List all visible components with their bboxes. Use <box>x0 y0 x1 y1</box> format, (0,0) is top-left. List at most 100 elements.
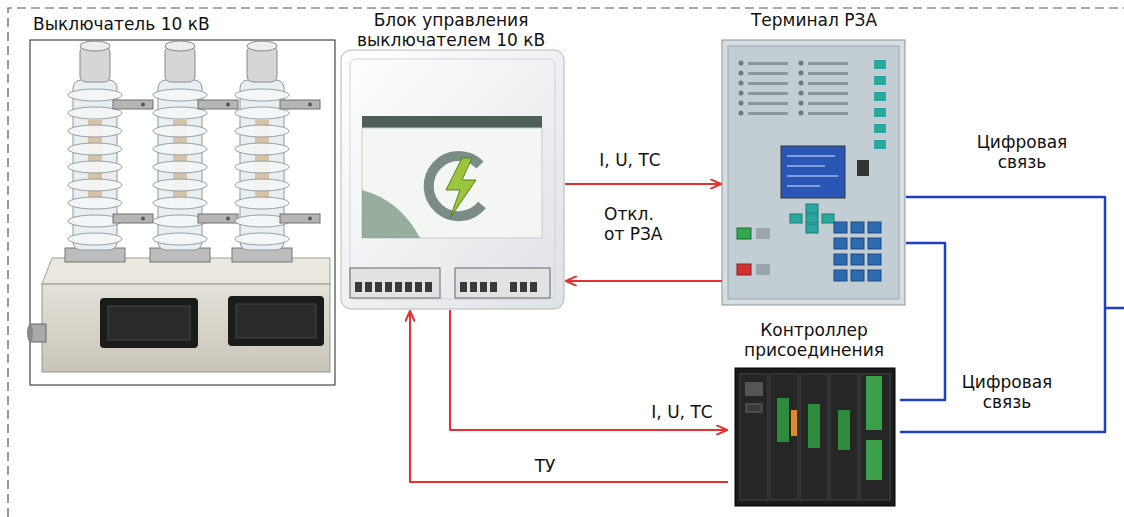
bay-controller-photo <box>770 374 798 500</box>
control-unit-photo <box>341 50 564 309</box>
bay-controller-photo <box>740 374 890 500</box>
control-unit-photo <box>490 282 497 292</box>
signal-label: I, U, ТС <box>649 402 714 422</box>
relay-terminal-photo <box>874 92 886 101</box>
bay-controller-photo <box>830 374 858 500</box>
digital-link <box>900 197 1105 432</box>
control-unit-photo <box>455 268 550 298</box>
relay-terminal-photo <box>834 222 881 281</box>
control-unit-photo <box>460 282 467 292</box>
relay-terminal-photo <box>874 76 886 85</box>
relay-terminal-photo <box>868 270 881 281</box>
relay-terminal-photo <box>808 112 848 115</box>
breaker-photo <box>30 40 335 385</box>
breaker-photo <box>150 41 238 262</box>
control-unit-photo <box>375 282 382 292</box>
relay-terminal-photo <box>737 228 751 239</box>
control-unit-photo <box>480 282 487 292</box>
relay-terminal-photo <box>787 156 838 186</box>
control-unit-photo <box>362 128 542 238</box>
breaker-photo <box>232 41 320 262</box>
relay-terminal-photo <box>728 46 899 299</box>
bay-controller-photo <box>860 374 890 500</box>
boundary-dashed <box>8 8 1124 517</box>
relay-terminal-photo <box>834 238 847 249</box>
bay-controller-photo <box>838 410 850 450</box>
relay-terminal-photo <box>787 155 835 157</box>
signal-arrow <box>410 311 728 482</box>
relay-terminal-photo <box>748 82 788 85</box>
relay-terminal-photo <box>874 60 886 69</box>
relay-terminal-photo <box>808 102 848 105</box>
control-unit-photo <box>365 282 372 292</box>
breaker-photo <box>100 298 198 348</box>
breaker-photo <box>27 324 33 342</box>
control-unit-photo <box>446 158 476 218</box>
control-unit-photo <box>355 282 362 292</box>
breaker-photo <box>42 284 330 372</box>
node-heading: Контроллер присоединения <box>734 318 894 362</box>
relay-terminal-photo <box>748 62 788 65</box>
control-unit-photo <box>395 282 402 292</box>
control-unit-photo <box>520 282 527 292</box>
control-unit-photo <box>415 282 422 292</box>
breaker-photo <box>228 296 324 346</box>
relay-terminal-photo <box>799 91 804 96</box>
bay-controller-photo <box>740 374 768 500</box>
control-unit-photo <box>350 268 440 298</box>
relay-terminal-photo <box>748 72 788 75</box>
relay-terminal-photo <box>737 264 751 275</box>
signal-label: Откл. от РЗА <box>602 204 668 244</box>
relay-terminal-photo <box>808 62 848 65</box>
relay-terminal-photo <box>756 264 770 275</box>
relay-terminal-photo <box>739 81 744 86</box>
relay-terminal-photo <box>857 160 869 176</box>
breaker-photo <box>27 40 335 385</box>
signal-label: I, U, ТС <box>597 150 662 170</box>
digital-link <box>900 243 945 400</box>
relay-terminal-photo <box>722 40 905 305</box>
relay-terminal-photo <box>799 71 804 76</box>
relay-terminal-photo <box>806 214 818 223</box>
bay-controller-photo <box>746 404 762 412</box>
relay-terminal-photo <box>748 102 788 105</box>
relay-terminal-photo <box>874 124 886 133</box>
signal-arrow <box>565 183 721 185</box>
signal-label: ТУ <box>533 456 558 476</box>
relay-terminal-photo <box>799 81 804 86</box>
relay-terminal-photo <box>851 270 864 281</box>
control-unit-box: Блок управления выключателем 10 кВ <box>337 8 565 310</box>
network-stub <box>1105 307 1124 310</box>
relay-terminal-photo <box>748 62 848 115</box>
node-heading: Терминал РЗА <box>722 8 906 32</box>
relay-terminal-photo <box>806 204 818 213</box>
relay-terminal-photo <box>781 146 845 198</box>
relay-terminal-photo <box>834 270 847 281</box>
relay-terminal-photo <box>787 185 820 187</box>
node-heading: Выключатель 10 кВ <box>30 12 336 36</box>
relay-terminal-photo <box>868 222 881 233</box>
relay-terminal-photo <box>799 101 804 106</box>
relay-terminal-photo <box>868 238 881 249</box>
control-unit-photo <box>385 282 392 292</box>
control-unit-photo <box>405 282 412 292</box>
control-unit-photo <box>362 190 420 238</box>
relay-terminal-photo <box>834 254 847 265</box>
relay-terminal-photo <box>851 238 864 249</box>
control-unit-photo <box>425 282 432 292</box>
link-label: Цифровая связь <box>953 372 1061 412</box>
relay-terminal-photo <box>808 82 848 85</box>
relay-terminal-photo <box>756 228 770 239</box>
relay-terminal-photo <box>874 140 886 149</box>
bay-controller-photo <box>800 374 828 500</box>
relay-terminal-photo <box>739 61 744 66</box>
bay-controller-photo <box>866 440 882 480</box>
control-unit-photo <box>341 50 564 309</box>
relay-terminal-photo <box>790 204 834 233</box>
relay-terminal-photo <box>787 175 838 177</box>
bay-controller-photo <box>791 410 797 436</box>
bay-controller-photo <box>808 404 820 448</box>
